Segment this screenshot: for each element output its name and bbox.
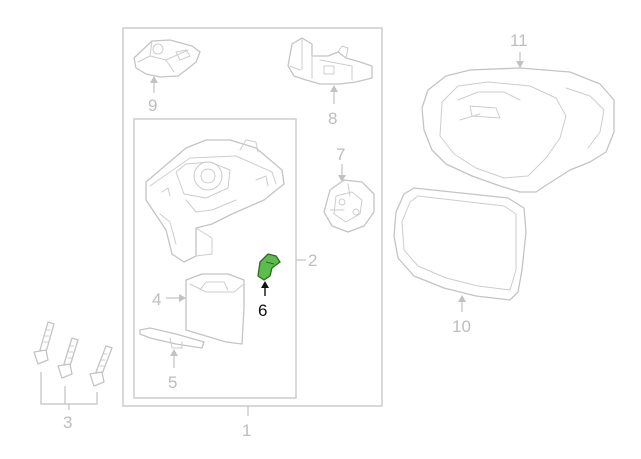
callout-5: 5 <box>168 373 177 392</box>
part-6-clip-highlighted[interactable] <box>257 253 281 281</box>
part-7-plate[interactable] <box>323 179 375 233</box>
part-9-actuator[interactable] <box>133 39 201 78</box>
callout-8: 8 <box>328 109 337 128</box>
callout-2: 2 <box>308 251 317 270</box>
callout-3: 3 <box>63 413 72 432</box>
callout-1: 1 <box>242 421 251 440</box>
mirror-actuator-housing[interactable] <box>145 139 285 263</box>
callout-10: 10 <box>452 317 471 336</box>
callout-9: 9 <box>148 96 157 115</box>
part-11-housing-cover[interactable] <box>421 67 615 193</box>
part-4-cover[interactable] <box>185 273 245 345</box>
callout-4: 4 <box>152 290 161 309</box>
part-10-mirror-glass[interactable] <box>393 187 527 301</box>
callout-7: 7 <box>336 145 345 164</box>
callout-11: 11 <box>510 31 528 50</box>
part-3-screws[interactable] <box>33 321 113 387</box>
assembly-frame-inner <box>133 118 297 399</box>
assembly-frame-outer <box>122 27 383 407</box>
part-8-bracket[interactable] <box>287 37 373 85</box>
part-5-seal[interactable] <box>139 327 205 349</box>
callout-6: 6 <box>258 301 267 320</box>
